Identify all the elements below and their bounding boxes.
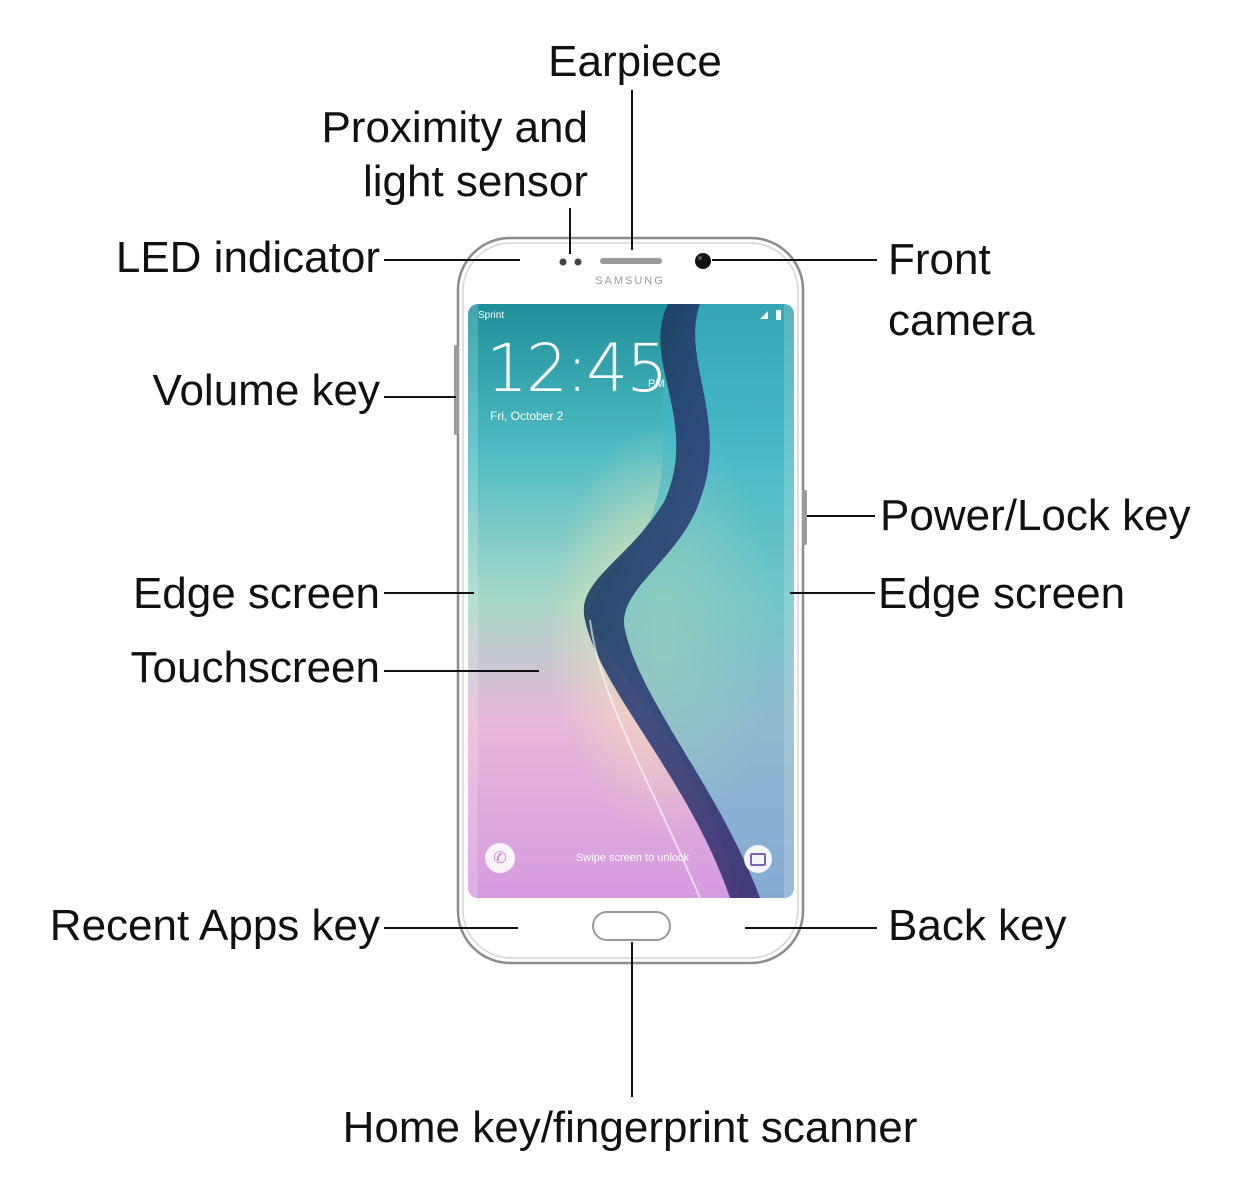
- leader-front-camera: [712, 259, 877, 261]
- swipe-hint: Swipe screen to unlock: [575, 852, 690, 864]
- label-recent-apps-key: Recent Apps key: [49, 901, 380, 950]
- leader-volume: [384, 396, 456, 398]
- leader-home: [631, 942, 633, 1097]
- leader-earpiece: [631, 90, 633, 250]
- volume-key: [454, 345, 459, 435]
- lock-time: 12:45: [486, 330, 668, 407]
- proximity-sensor-right: [574, 258, 582, 266]
- label-touchscreen: Touchscreen: [130, 643, 380, 692]
- lock-date: Fri, October 2: [490, 409, 564, 423]
- label-volume-key: Volume key: [152, 366, 380, 415]
- phone-icon[interactable]: ✆: [485, 843, 515, 873]
- battery-icon: [776, 310, 781, 320]
- label-proximity-line2: light sensor: [362, 157, 588, 206]
- label-earpiece: Earpiece: [548, 37, 722, 86]
- leader-recent-apps: [384, 927, 518, 929]
- signal-icon: [760, 311, 768, 319]
- label-power-lock-key: Power/Lock key: [880, 491, 1191, 540]
- camera-icon[interactable]: [744, 845, 772, 873]
- label-front-camera-line1: Front: [888, 235, 991, 284]
- label-home-key: Home key/fingerprint scanner: [342, 1103, 918, 1152]
- leader-edge-left: [384, 592, 474, 594]
- proximity-sensor-left: [559, 258, 567, 266]
- leader-touchscreen: [384, 670, 539, 672]
- label-front-camera-line2: camera: [888, 296, 1035, 345]
- earpiece-grille: [600, 258, 662, 264]
- leader-back: [745, 927, 877, 929]
- carrier-label: Sprint: [478, 310, 505, 321]
- label-back-key: Back key: [888, 901, 1067, 950]
- leader-led: [384, 259, 520, 261]
- label-edge-screen-left: Edge screen: [132, 569, 380, 618]
- home-key: [592, 911, 671, 941]
- leader-proximity: [569, 208, 571, 254]
- front-camera-lens: [695, 253, 711, 269]
- leader-edge-right: [790, 592, 875, 594]
- leader-power: [807, 515, 875, 517]
- brand-logo: SAMSUNG: [595, 275, 665, 287]
- label-proximity-line1: Proximity and: [321, 103, 588, 152]
- power-lock-key: [802, 490, 807, 545]
- lock-ampm: PM: [648, 378, 665, 390]
- label-edge-screen-right: Edge screen: [878, 569, 1126, 618]
- label-led-indicator: LED indicator: [115, 233, 380, 282]
